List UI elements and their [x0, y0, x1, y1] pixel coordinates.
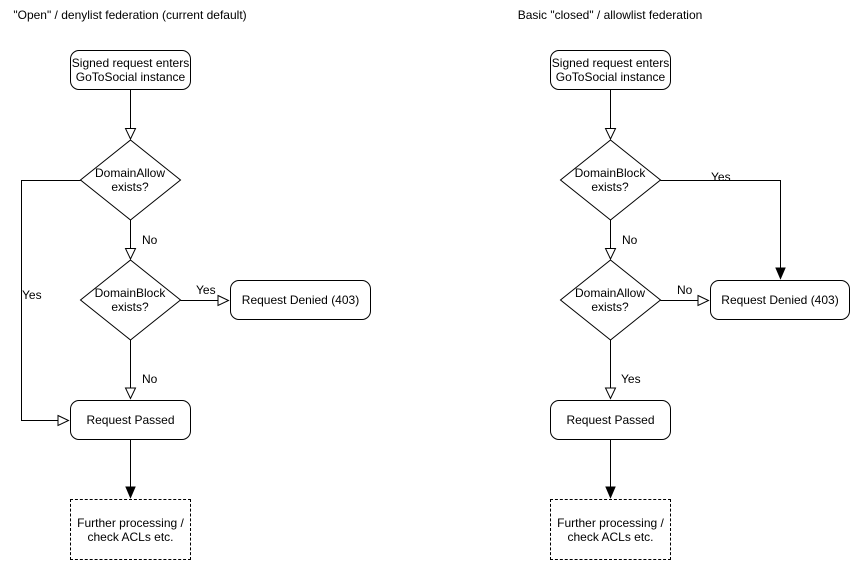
right-decision1-label: DomainBlock exists?	[574, 166, 646, 194]
right-edge-decision1-yes	[660, 180, 786, 280]
right-chart-title: Basic "closed" / allowlist federation	[517, 8, 703, 22]
left-chart-title: "Open" / denylist federation (current de…	[13, 8, 247, 22]
left-passed-node: Request Passed	[70, 400, 191, 440]
left-decision2-no-label: No	[142, 372, 158, 386]
right-decision1-yes-label: Yes	[711, 170, 731, 184]
left-decision1-no-label: No	[142, 233, 158, 247]
right-further-node: Further processing / check ACLs etc.	[550, 499, 671, 560]
left-edge-decision1-yes-loop	[21, 180, 81, 427]
left-start-node: Signed request enters GoToSocial instanc…	[70, 50, 191, 90]
right-decision1-no-label: No	[622, 233, 638, 247]
left-decision2-yes-label: Yes	[196, 283, 216, 297]
right-decision2-no-label: No	[677, 283, 693, 297]
right-passed-node: Request Passed	[550, 400, 671, 440]
left-denied-node: Request Denied (403)	[230, 280, 371, 320]
right-start-node: Signed request enters GoToSocial instanc…	[550, 50, 671, 90]
left-decision2-label: DomainBlock exists?	[94, 286, 166, 314]
right-decision2-yes-label: Yes	[621, 372, 641, 386]
left-decision1-label: DomainAllow exists?	[94, 166, 166, 194]
left-further-node: Further processing / check ACLs etc.	[70, 499, 191, 560]
right-decision2-label: DomainAllow exists?	[574, 286, 646, 314]
left-decision1-yes-label: Yes	[22, 288, 42, 302]
right-denied-node: Request Denied (403)	[710, 280, 850, 320]
